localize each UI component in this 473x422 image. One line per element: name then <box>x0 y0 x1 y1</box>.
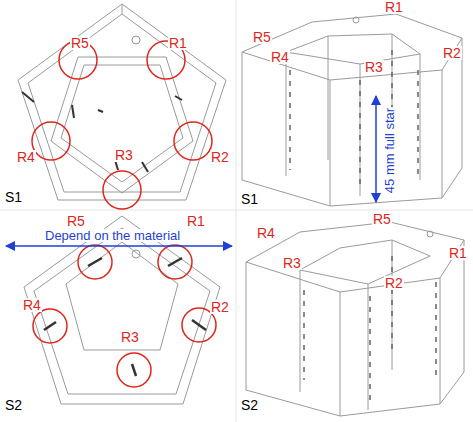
dimension-label: Depend on the material <box>44 229 181 242</box>
specimen-label: S1 <box>4 190 23 204</box>
region-label: R3 <box>120 330 140 344</box>
dimension-label: 45 mm full star <box>384 106 397 193</box>
region-label: R1 <box>186 214 206 228</box>
star-perspective <box>246 222 464 416</box>
region-label: R5 <box>252 30 272 44</box>
specimen-label: S2 <box>4 398 23 412</box>
region-label: R4 <box>22 298 42 312</box>
star-perspective <box>242 14 462 206</box>
defect-mark <box>22 92 182 172</box>
specimen-label: S1 <box>240 192 259 206</box>
region-label: R3 <box>114 148 134 162</box>
dimension-arrow <box>375 96 377 202</box>
region-label: R2 <box>442 46 462 60</box>
region-label: R1 <box>168 36 188 50</box>
region-label: R5 <box>66 214 86 228</box>
region-circle <box>33 245 216 387</box>
region-label: R4 <box>270 50 290 64</box>
specimen-label: S2 <box>240 398 259 412</box>
dimension-arrow <box>6 245 232 247</box>
region-label: R1 <box>384 0 404 14</box>
defect-mark <box>44 258 206 376</box>
region-label: R5 <box>70 36 90 50</box>
region-circle <box>32 41 212 209</box>
region-label: R4 <box>256 226 276 240</box>
star-top-view <box>24 216 220 404</box>
defect-column <box>290 50 418 190</box>
region-label: R5 <box>372 212 392 226</box>
region-label: R4 <box>16 150 36 164</box>
region-label: R3 <box>364 60 384 74</box>
region-label: R2 <box>210 150 230 164</box>
region-label: R2 <box>384 276 404 290</box>
defect-column <box>304 256 436 400</box>
region-label: R3 <box>282 256 302 270</box>
region-label: R2 <box>210 300 230 314</box>
region-label: R1 <box>448 246 468 260</box>
